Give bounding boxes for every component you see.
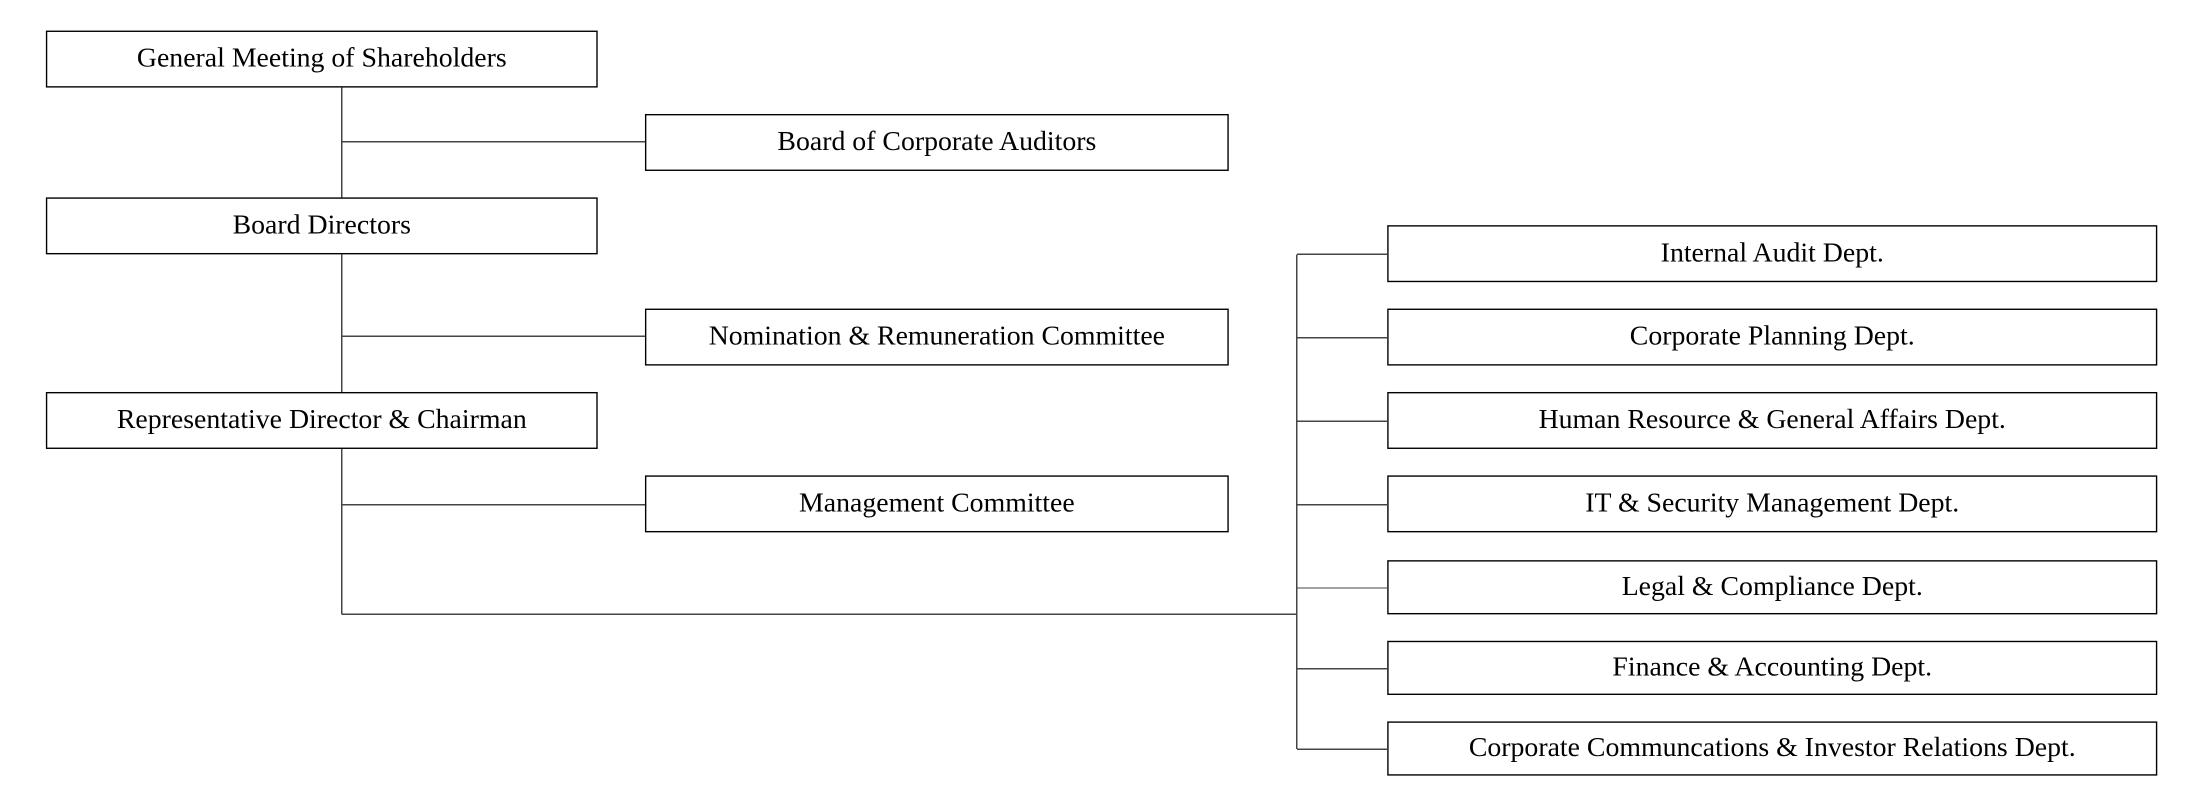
node-label: Legal & Compliance Dept.	[1621, 571, 1923, 602]
node-general-meeting: General Meeting of Shareholders	[45, 30, 598, 88]
node-label: Board of Corporate Auditors	[777, 126, 1097, 158]
node-label: IT & Security Management Dept.	[1585, 487, 1960, 519]
node-department: Internal Audit Dept.	[1387, 225, 2158, 283]
node-department: IT & Security Management Dept.	[1387, 475, 2158, 533]
node-department: Legal & Compliance Dept.	[1387, 560, 2158, 615]
node-label: Representative Director & Chairman	[116, 404, 527, 436]
node-board-of-auditors: Board of Corporate Auditors	[644, 113, 1229, 171]
node-label: Management Committee	[799, 487, 1075, 519]
node-label: Corporate Planning Dept.	[1629, 321, 1915, 352]
node-board-directors: Board Directors	[45, 197, 598, 255]
node-department: Finance & Accounting Dept.	[1387, 640, 2158, 695]
node-label: Human Resource & General Affairs Dept.	[1538, 404, 2006, 436]
node-nomination-committee: Nomination & Remuneration Committee	[644, 308, 1229, 366]
node-department: Corporate Communcations & Investor Relat…	[1387, 721, 2158, 776]
node-label: Internal Audit Dept.	[1660, 237, 1884, 269]
node-label: Board Directors	[232, 209, 411, 241]
node-label: Finance & Accounting Dept.	[1612, 651, 1933, 683]
node-management-committee: Management Committee	[644, 475, 1229, 533]
node-department: Corporate Planning Dept.	[1387, 308, 2158, 366]
node-label: Corporate Communcations & Investor Relat…	[1468, 732, 2076, 764]
node-representative-director: Representative Director & Chairman	[45, 391, 598, 449]
node-label: Nomination & Remuneration Committee	[708, 321, 1166, 352]
node-department: Human Resource & General Affairs Dept.	[1387, 391, 2158, 449]
node-label: General Meeting of Shareholders	[136, 43, 507, 74]
